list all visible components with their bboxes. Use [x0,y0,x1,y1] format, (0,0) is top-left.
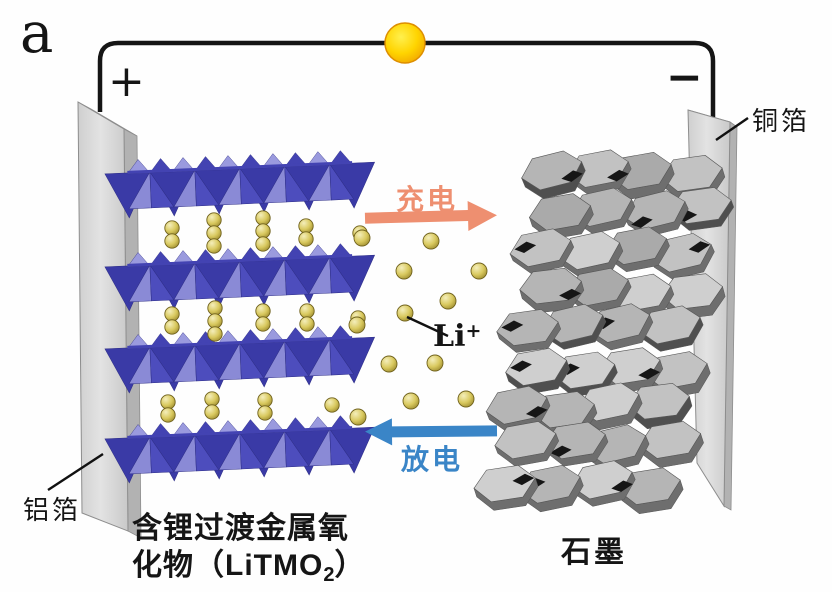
li-ion [255,210,271,226]
li-ion [426,354,444,372]
li-ion [164,319,180,335]
positive-terminal-sign: + [108,56,145,107]
li-ion [349,408,367,426]
cathode-layer [104,243,376,312]
graphite-platelet [571,460,636,507]
graphite-caption: 石墨 [561,536,627,569]
li-ion [255,236,271,252]
li-ion [204,391,220,407]
li-ion [206,238,222,254]
graphite-platelet [505,347,570,395]
cathode-layer [104,150,376,219]
aluminum-foil-label: 铝箔 [23,495,82,525]
copper-foil-label: 铜箔 [752,106,811,136]
cathode-layer [104,415,376,484]
li-ion [422,232,440,250]
li-ion-label: Li+ [433,322,481,352]
li-pointer-line [406,315,449,338]
discharge-label: 放电 [401,444,464,475]
li-ion [207,313,223,329]
li-ion [470,262,488,280]
cathode-caption-line1: 含锂过渡金属氧 [132,512,349,545]
cathode-layers [104,150,376,484]
graphite-platelet [496,309,561,353]
negative-terminal-sign: − [666,52,703,103]
graphite-platelet [494,421,560,467]
lithium-ions [160,210,488,426]
li-ion-label-base: Li [433,319,466,354]
cathode-caption-line2: 化物（LiTMO2） [132,549,366,586]
li-ion [207,326,223,342]
li-ion [324,397,340,413]
graphite-platelet [566,149,632,195]
li-ion [255,223,271,239]
graphite-platelet [519,267,585,313]
cathode-layer [104,325,376,394]
li-ion [439,292,457,310]
charge-label: 充电 [396,184,459,215]
li-ion [457,390,475,408]
aluminum-pointer-line [47,452,104,492]
copper-pointer-line [715,117,749,141]
li-ion [164,306,180,322]
li-ion-label-charge: + [465,320,482,342]
graphite-platelet [605,226,670,272]
cathode-caption: 含锂过渡金属氧 化物（LiTMO2） [132,510,365,592]
li-ion [164,233,180,249]
li-ion [380,355,398,373]
li-ion [395,262,413,280]
bulb-icon [384,22,426,64]
graphite-platelet [521,150,586,200]
aluminum-foil [77,101,142,539]
graphite-platelet [509,228,575,274]
li-ion [255,303,271,319]
graphite-platelet [627,382,693,430]
li-ion [255,316,271,332]
li-ion [402,392,420,410]
graphite-anode [473,149,734,515]
li-ion [207,300,223,316]
li-ion [298,231,314,247]
li-ion [257,392,273,408]
graphite-platelet [473,465,539,511]
li-ion [348,316,366,334]
graphite-platelet [639,421,704,468]
li-ion [353,229,371,247]
li-ion [204,404,220,420]
pointer-lines [47,117,749,492]
discharge-arrow [365,418,498,446]
li-ion [299,316,315,332]
charge-arrow [364,201,497,232]
li-ion [257,405,273,421]
panel-letter: a [20,1,54,66]
li-ion [160,394,176,410]
li-ion [164,220,180,236]
li-ion [160,407,176,423]
li-ion [299,303,315,319]
li-ion [206,212,222,228]
graphite-platelet [543,421,609,467]
li-ion [206,225,222,241]
li-ion [298,218,314,234]
graphite-platelet [638,305,704,352]
